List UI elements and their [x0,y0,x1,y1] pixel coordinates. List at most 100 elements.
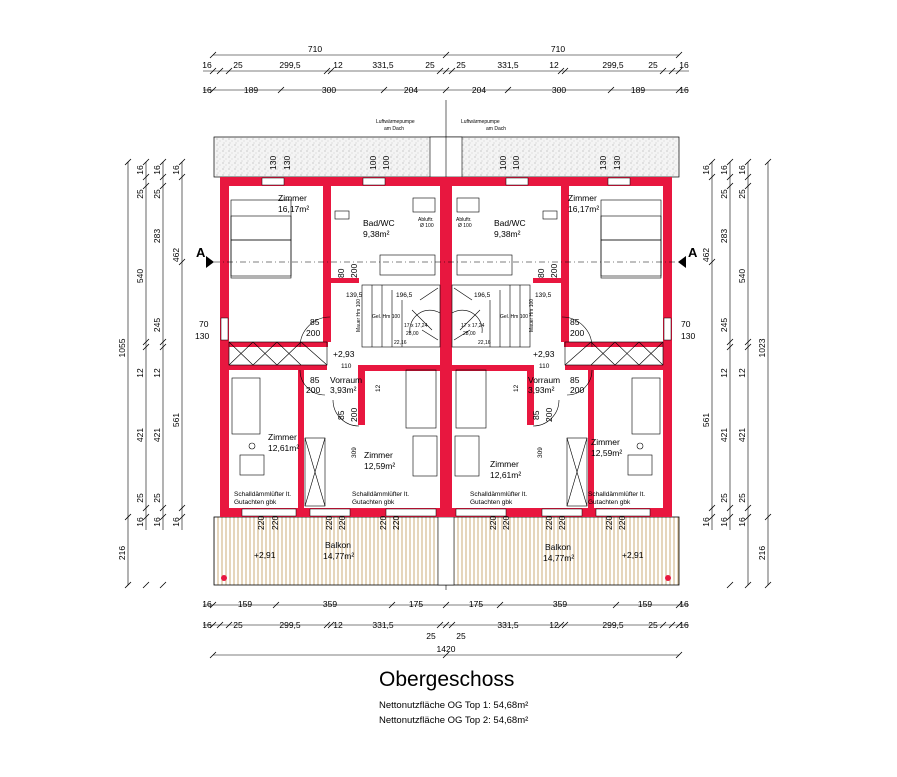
dim-text: 331,5 [497,620,519,630]
dim-text: 16 [679,599,689,609]
dim-text: 16 [701,517,711,527]
dim-text: 110 [539,363,550,370]
windows [220,177,672,517]
dim-text: 28,00 [406,331,419,337]
dimension-tick [159,504,167,512]
dimension-tick [216,67,224,75]
dim-text: 25 [456,60,466,70]
room-area: 16,17m² [278,204,309,214]
dim-text: 189 [631,85,645,95]
dim-text: 25 [135,493,145,503]
dim-text: 17 x 17,24 [461,323,485,329]
dim-text: 220 [544,516,554,530]
dimension-tick [159,513,167,521]
dim-text: 200 [544,408,554,422]
room-name: Vorraum [330,375,362,385]
room-name: Bad/WC [494,218,526,228]
dim-text: 540 [135,269,145,283]
dim-text: 159 [638,599,652,609]
room-area: 3,93m² [528,385,555,395]
opening-dims-right: 85 200 85 200 80 200 85 200 70 130 110 1… [461,264,695,530]
dimension-tick [216,621,224,629]
dim-text: 220 [391,516,401,530]
dim-text: 12 [135,368,145,378]
dim-text: 130 [681,331,695,341]
note-text: Gutachten gbk [352,499,395,506]
dim-text: 421 [135,428,145,442]
dimension-tick [178,158,186,166]
dimension-tick [225,621,233,629]
dimension-tick [764,158,772,166]
note-text: Abluftr. [418,217,434,223]
dimension-tick [142,581,150,589]
section-arrow-left-icon [206,256,214,268]
dim-text: 16 [171,517,181,527]
dimension-tick [159,343,167,351]
dim-total-1420: 1420 [437,644,456,654]
dim-text: 25 [648,620,658,630]
dimension-tick [209,621,217,629]
note-text: Mauer Hm 100 [356,299,362,332]
dim-text: 100 [511,156,521,170]
dim-text: 25 [719,493,729,503]
dim-text: 12 [152,368,162,378]
door-swings [299,316,593,427]
dim-text: 220 [337,516,347,530]
dim-text: 283 [719,229,729,243]
walls [220,177,672,517]
dim-text: 561 [701,413,711,427]
dim-text: 299,5 [602,620,624,630]
dim-text: 309 [351,447,358,458]
dim-text: 220 [604,516,614,530]
dimension-tick [726,504,734,512]
dimension-tick [159,158,167,166]
dim-text: 16 [701,165,711,175]
dimension-tick [124,581,132,589]
dim-text: 16 [135,517,145,527]
dim-right-total: 1023 [757,338,767,357]
dimension-tick [726,343,734,351]
dim-text: 130 [282,156,292,170]
dim-text: 216 [757,546,767,560]
dimension-tick [607,86,615,94]
dimension-tick [178,504,186,512]
room-name: Zimmer [364,450,393,460]
dim-text: 299,5 [279,620,301,630]
dim-text: 16 [737,517,747,527]
dimension-tick [142,513,150,521]
dim-text: 130 [598,156,608,170]
dim-text: 22,16 [394,340,407,346]
dim-text: 220 [324,516,334,530]
dim-text: 200 [570,385,584,395]
dimension-tick [675,51,683,59]
dimension-ticks [124,51,772,659]
dim-text: 196,5 [474,292,491,299]
note-text: Gutachten gbk [588,499,631,506]
dim-text: 70 [681,319,691,329]
dim-text: 25 [425,60,435,70]
room-area: 12,61m² [268,443,299,453]
dim-text: 12 [375,384,382,392]
dim-left-total: 1055 [117,338,127,357]
room-area: 16,17m² [568,204,599,214]
dim-text: 25 [426,631,436,641]
dimension-tick [726,173,734,181]
dimension-tick [323,67,331,75]
dim-text: 421 [737,428,747,442]
dimension-tick [327,621,335,629]
dim-text: 245 [719,318,729,332]
dimension-tick [744,182,752,190]
dimension-tick [142,158,150,166]
dimension-tick [744,581,752,589]
dimension-tick [225,67,233,75]
dim-text: 216 [117,546,127,560]
dim-text: 331,5 [497,60,519,70]
dim-text: 200 [349,408,359,422]
room-name: Bad/WC [363,218,395,228]
dimension-tick [708,158,716,166]
dim-text: 421 [152,428,162,442]
dimension-tick [178,173,186,181]
room-area: 14,77m² [543,553,574,563]
dimension-tick [380,86,388,94]
balcony-deck-right [445,516,680,586]
